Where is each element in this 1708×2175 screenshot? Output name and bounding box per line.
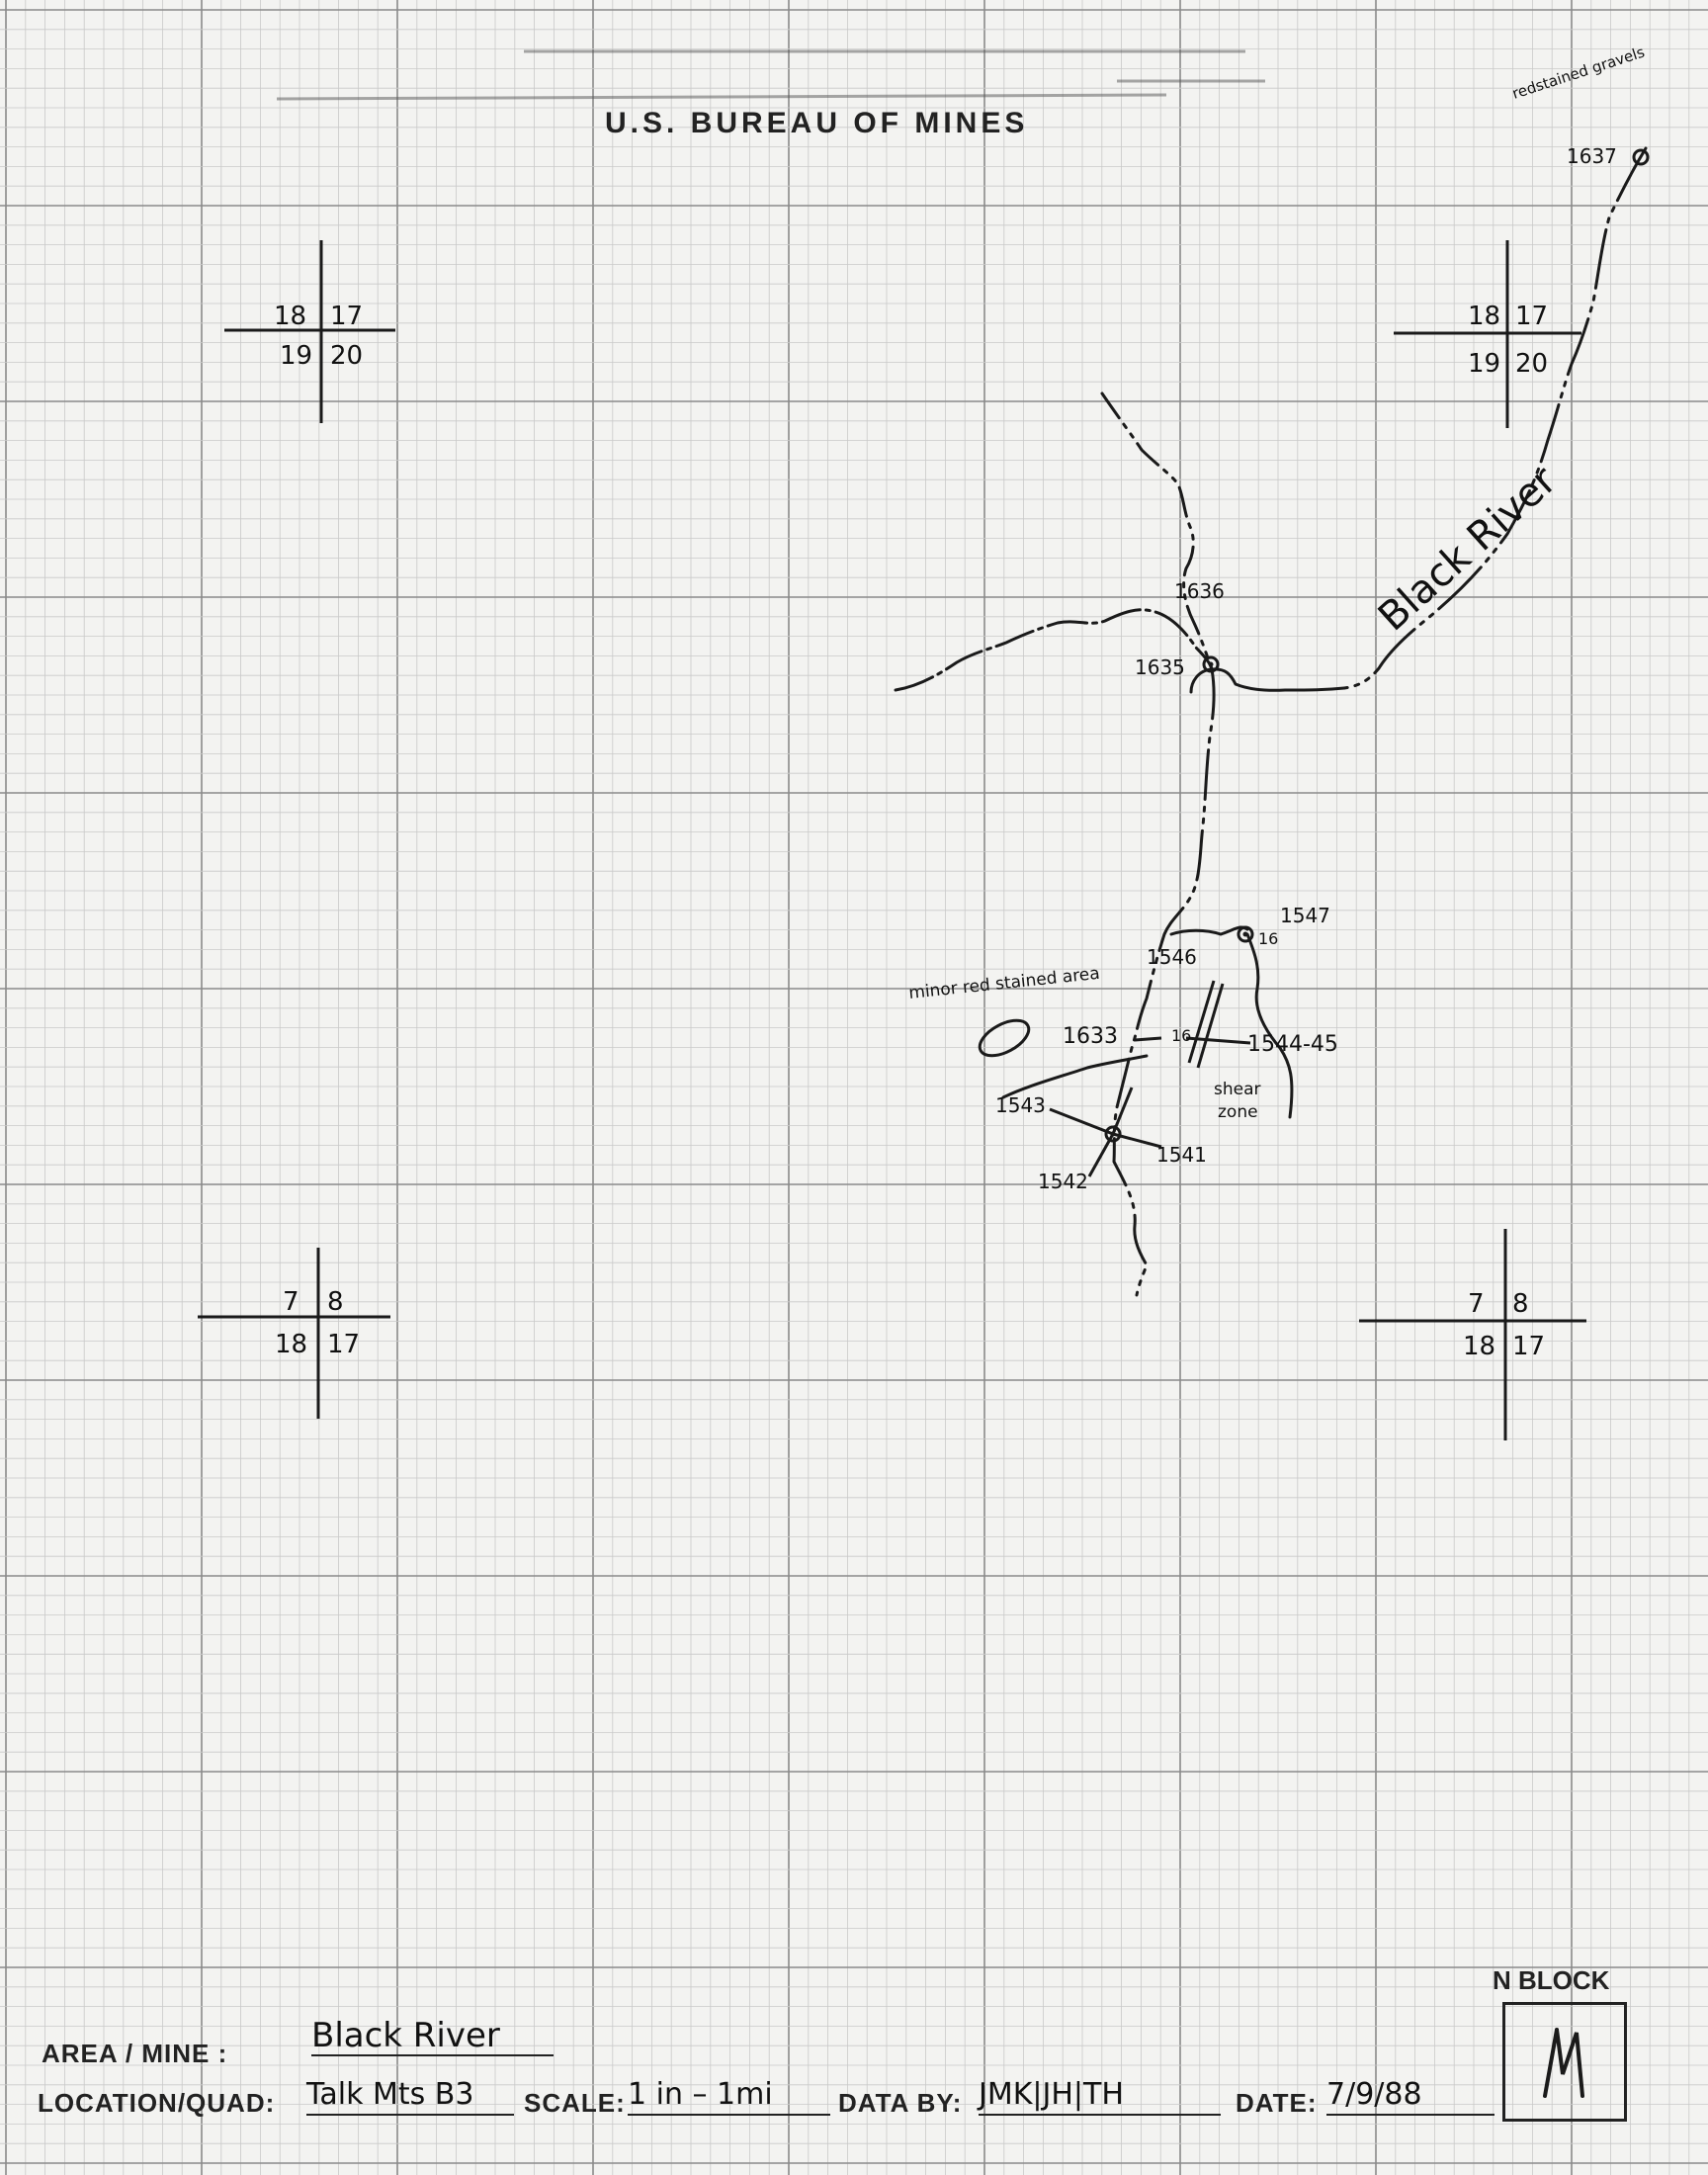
stained-area-label: minor red stained area [907, 964, 1100, 1003]
south-stream [1112, 667, 1216, 1297]
section-corner-2-se: 20 [1515, 349, 1548, 379]
north-block-box [1502, 2002, 1627, 2122]
black-river-lower-reach [1189, 667, 1346, 694]
section-corner-1 [224, 240, 395, 423]
data-by-label: DATA BY: [838, 2088, 963, 2118]
site-1635-marker [1202, 655, 1220, 673]
section-corner-2-sw: 19 [1468, 349, 1500, 379]
area-mine-value: Black River [311, 2017, 554, 2056]
label-1636: 1636 [1174, 579, 1225, 603]
site-1541-marker [1104, 1125, 1122, 1143]
section-corner-3-nw: 7 [283, 1287, 299, 1317]
section-corner-1-sw: 19 [280, 341, 312, 371]
site-1637-marker [1632, 148, 1650, 166]
date-value: 7/9/88 [1326, 2076, 1494, 2116]
section-corner-4-se: 17 [1512, 1332, 1545, 1361]
section-corner-4-ne: 8 [1512, 1289, 1529, 1319]
section-corner-3 [198, 1248, 390, 1419]
section-corner-3-sw: 18 [275, 1330, 307, 1359]
site-1635-dot [1208, 661, 1214, 667]
west-tributary [894, 608, 1214, 692]
tributary-east-shear [1245, 932, 1294, 1119]
shear-label: shear [1214, 1080, 1261, 1099]
label-1633: 1633 [1063, 1024, 1118, 1049]
label-1637: 1637 [1567, 144, 1617, 168]
tributary-1547 [1169, 925, 1249, 936]
label-1541: 1541 [1156, 1143, 1207, 1167]
label-1547: 1547 [1280, 904, 1330, 927]
section-corner-2-nw: 18 [1468, 302, 1500, 331]
zone-label: zone [1218, 1102, 1258, 1122]
site-1547-tag: 16 [1258, 929, 1278, 948]
location-quad-value: Talk Mts B3 [306, 2076, 514, 2116]
section-corner-3-ne: 8 [327, 1287, 344, 1317]
scan-artifacts [276, 49, 1265, 101]
section-corner-2-ne: 17 [1515, 302, 1548, 331]
section-corner-2 [1394, 240, 1581, 428]
north-tributary [1100, 392, 1214, 671]
section-corner-1-se: 20 [330, 341, 363, 371]
location-quad-label: LOCATION/QUAD: [38, 2088, 276, 2118]
north-arrow-icon [1543, 2028, 1584, 2098]
date-label: DATE: [1236, 2088, 1318, 2118]
label-1544-45: 1544-45 [1247, 1032, 1338, 1057]
area-mine-label: AREA / MINE : [42, 2039, 228, 2068]
label-1635: 1635 [1135, 655, 1185, 679]
tributary-1633 [1001, 1054, 1149, 1099]
page-title: U.S. BUREAU OF MINES [605, 107, 1029, 139]
section-corner-4-nw: 7 [1468, 1289, 1485, 1319]
black-river-channel [1342, 146, 1648, 690]
river-name-label: Black River [1370, 458, 1566, 641]
section-corner-4 [1359, 1229, 1586, 1440]
shear-zone-symbol [1187, 980, 1225, 1069]
site-1547-dot [1242, 931, 1248, 937]
stained-area-outline [978, 1018, 1031, 1058]
site-1541-dot [1110, 1131, 1116, 1137]
scale-value: 1 in – 1mi [628, 2076, 830, 2116]
section-corner-1-ne: 17 [330, 302, 363, 331]
site-1547-marker [1237, 925, 1254, 943]
gravels-label: redstained gravels [1510, 43, 1648, 102]
sample-markers [1049, 148, 1650, 1177]
section-corner-3-se: 17 [327, 1330, 360, 1359]
north-block-label: N BLOCK [1493, 1965, 1610, 1995]
streams [894, 146, 1648, 1297]
section-corner-1-nw: 18 [274, 302, 306, 331]
section-corner-4-sw: 18 [1463, 1332, 1495, 1361]
label-1542: 1542 [1038, 1170, 1088, 1193]
site-1633-tag: 16 [1171, 1026, 1191, 1045]
scale-label: SCALE: [524, 2088, 626, 2118]
label-1546: 1546 [1147, 945, 1197, 969]
data-by-value: JMK|JH|TH [979, 2076, 1221, 2116]
label-1543: 1543 [995, 1093, 1046, 1117]
